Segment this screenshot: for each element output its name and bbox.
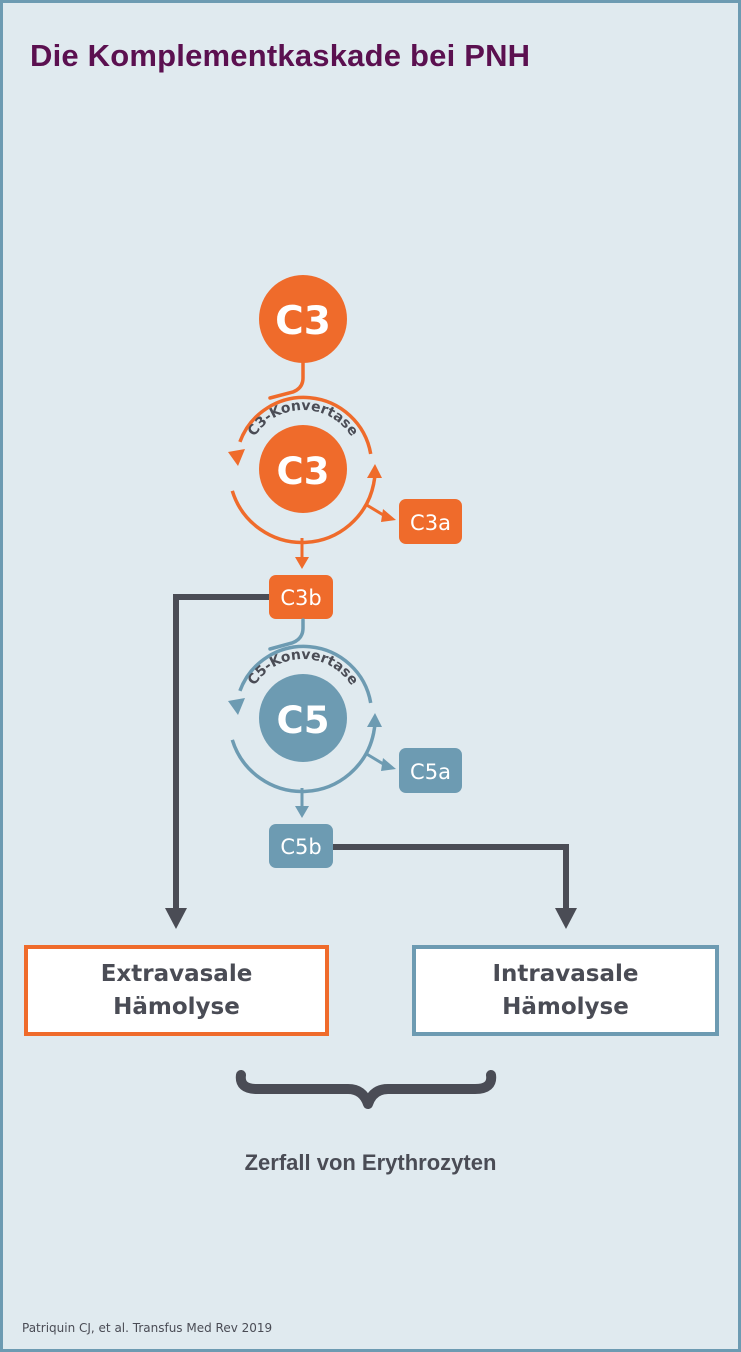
extravasal-hemolysis-box: Extravasale Hämolyse: [24, 945, 329, 1036]
c5-convertase-arrowhead-right: [367, 713, 382, 727]
c5b-arrowhead: [295, 806, 309, 818]
c5-convertase-arrowhead-left: [228, 698, 245, 715]
intravasal-label-line2: Hämolyse: [502, 993, 629, 1020]
svg-text:C3: C3: [277, 450, 330, 493]
c3-convertase-arrowhead-right: [367, 464, 382, 478]
extravasal-arrowhead: [165, 908, 187, 929]
c3-convertase-arc-top: [238, 395, 373, 455]
c3a-arrow-line: [364, 502, 386, 518]
c5b-node: C5b: [269, 824, 333, 868]
c5a-node: C5a: [399, 748, 462, 793]
c3a-node: C3a: [399, 499, 462, 544]
c3b-to-c5-convertase-line: [268, 618, 305, 651]
c5a-arrowhead: [381, 758, 396, 771]
intravasal-label-line1: Intravasale: [492, 960, 639, 987]
c5a-arrow-line: [364, 751, 386, 767]
svg-text:C3b: C3b: [280, 586, 321, 610]
c5-node-inner: C5: [259, 674, 347, 762]
summary-label: Zerfall von Erythrozyten: [244, 1150, 497, 1175]
c3b-to-extravasal-line: [173, 594, 269, 912]
extravasal-label-line1: Extravasale: [100, 960, 253, 987]
c3-node-inner: C3: [259, 425, 347, 513]
svg-text:C5a: C5a: [410, 760, 451, 784]
intravasal-arrowhead: [555, 908, 577, 929]
c3b-arrowhead: [295, 557, 309, 569]
c3a-arrowhead: [381, 509, 396, 522]
svg-text:C5b: C5b: [280, 835, 321, 859]
extravasal-label-line2: Hämolyse: [113, 993, 240, 1020]
c5b-to-intravasal-line: [333, 844, 569, 912]
svg-text:C3: C3: [275, 299, 331, 344]
c5-convertase-arc-top: [238, 644, 373, 704]
svg-text:C3a: C3a: [410, 511, 451, 535]
intravasal-hemolysis-box: Intravasale Hämolyse: [412, 945, 719, 1036]
c3-to-convertase-line: [268, 360, 305, 400]
c3-node-top: C3: [259, 275, 347, 363]
c3b-node: C3b: [269, 575, 333, 619]
diagram-title: Die Komplementkaskade bei PNH: [30, 38, 531, 73]
svg-text:C5: C5: [277, 699, 330, 742]
citation: Patriquin CJ, et al. Transfus Med Rev 20…: [22, 1321, 273, 1335]
summary-brace: [235, 1070, 497, 1109]
c3-convertase-arrowhead-left: [228, 449, 245, 466]
